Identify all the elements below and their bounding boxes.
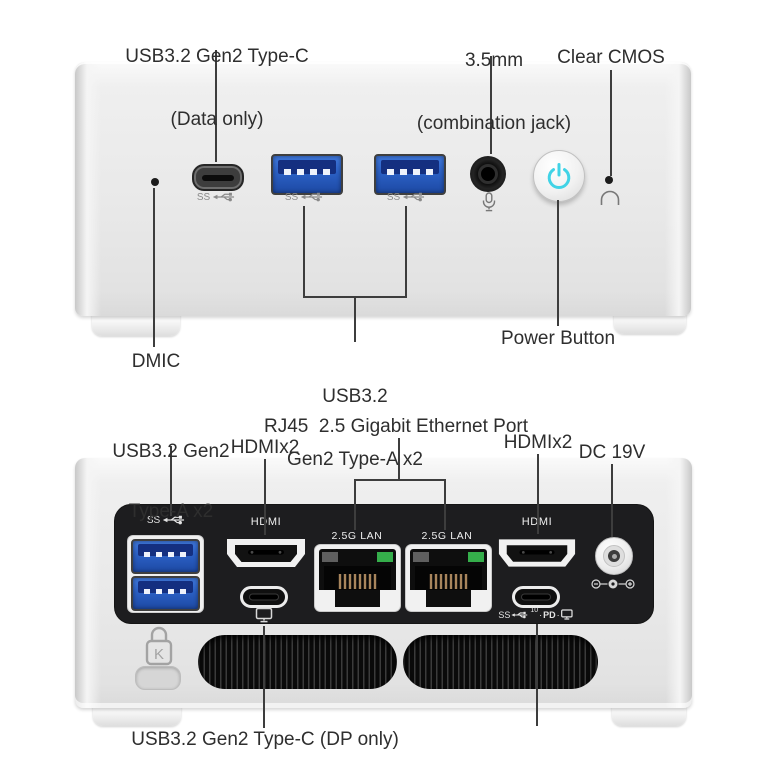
usb-ss-icon: SS [285,191,325,203]
hdmi-port-text: HDMI [522,516,553,528]
usb-ss10-pd-display-icons: SS 10 · PD · [498,607,573,620]
hdmi-port-text: HDMI [250,516,282,528]
callout-line-hdmi-left [264,459,266,535]
callout-label-usb-c-front: USB3.2 Gen2 Type-C (Data only) [125,46,309,130]
clear-cmos-hole [605,176,613,184]
dmic-hole [151,178,159,186]
callout-label-usba-front: USB3.2 Gen2 Type-A x2 [287,386,423,470]
callout-stem-rj45 [398,438,400,481]
dc-power-jack [595,537,633,575]
lan-port-2 [405,544,492,612]
callout-label-dmic: DMIC [131,351,181,372]
callout-line-usba-rear [170,446,172,516]
vent-grille-left [198,635,397,689]
power-icon [547,163,571,189]
usb-c-port-rear-right [512,586,560,608]
ss-label: SS [498,609,511,620]
hdmi-port-left [227,539,305,567]
callout-line-power [557,200,559,326]
usb-trident-icon [403,192,425,202]
callout-line-audio [490,56,492,154]
usb-c-port-front [192,164,244,191]
callout-line-hdmi-right [537,454,539,534]
usb-trident-icon [301,192,323,202]
lan-port-text: 2.5G LAN [331,530,383,542]
callout-line-lan-2 [444,479,446,530]
callout-label-usbc-dp: USB3.2 Gen2 Type-C (DP only) [131,729,399,750]
lan-port-text: 2.5G LAN [421,530,473,542]
ss-label: SS [284,191,299,203]
callout-label-hdmi-left: HDMIx2 [230,437,300,458]
callout-label-cmos: Clear CMOS [557,47,665,68]
callout-label-usbc-full: USB3.2 Gen2 Type-C (Alt DP and Data and … [434,726,651,768]
callout-label-hdmi-right: HDMIx2 [503,432,573,453]
usb-trident-icon [511,611,528,618]
hdmi-port-right [498,539,576,567]
usb-a-port-2 [374,154,446,195]
usb-trident-icon [163,515,185,525]
usb-a-stack-frame [128,536,203,612]
callout-line-usba-1 [303,206,305,298]
callout-line-dc [611,464,613,537]
pd-label: PD [543,609,556,620]
callout-line-usb-c-front [215,50,217,162]
usb-ss-icon: SS [147,514,187,526]
ten-label: 10 [530,607,539,614]
usb-a-tab [278,160,336,175]
callout-line-dmic [153,188,155,347]
ss-label: SS [196,191,211,203]
callout-stem-usba [354,296,356,342]
callout-label-usba-rear: USB3.2 Gen2 Type-A x2 [112,441,230,522]
usb-a-port-rear-top [131,539,200,574]
callout-line-usba-2 [405,206,407,298]
ss-label: SS [146,514,161,526]
callout-label-dc: DC 19V [578,442,646,463]
vent-grille-right [403,635,598,689]
callout-line-usbc-full [536,624,538,726]
callout-line-usbc-dp [263,626,265,728]
headphone-icon [599,190,621,206]
kensington-slot [135,666,181,690]
callout-bracket-rj45 [354,479,446,481]
callout-label-power: Power Button [500,328,616,349]
callout-line-cmos [610,70,612,176]
ss-label: SS [386,191,401,203]
callout-label-rj45: RJ45 2.5 Gigabit Ethernet Port [263,416,529,437]
usb-ss-icon: SS [387,191,427,203]
usb-a-port-rear-bottom [131,576,200,611]
monitor-icon [561,609,573,620]
polarity-icon [590,578,636,590]
usb-c-port-rear-left [240,586,288,608]
usb-trident-icon [213,192,235,202]
callout-line-lan-1 [354,479,356,530]
microphone-icon [481,192,497,212]
usb-ss-icon: SS [197,191,237,203]
power-button [533,150,585,202]
svg-text:K: K [154,646,164,663]
kensington-lock-icon: K [145,626,173,666]
usb-a-tab [381,160,439,175]
callout-label-audio: 3.5mm (combination jack) [416,50,572,134]
lan-port-1 [314,544,401,612]
display-port-monitor-icon [255,607,273,623]
usb-a-port-1 [271,154,343,195]
audio-jack-3-5mm [470,156,506,192]
